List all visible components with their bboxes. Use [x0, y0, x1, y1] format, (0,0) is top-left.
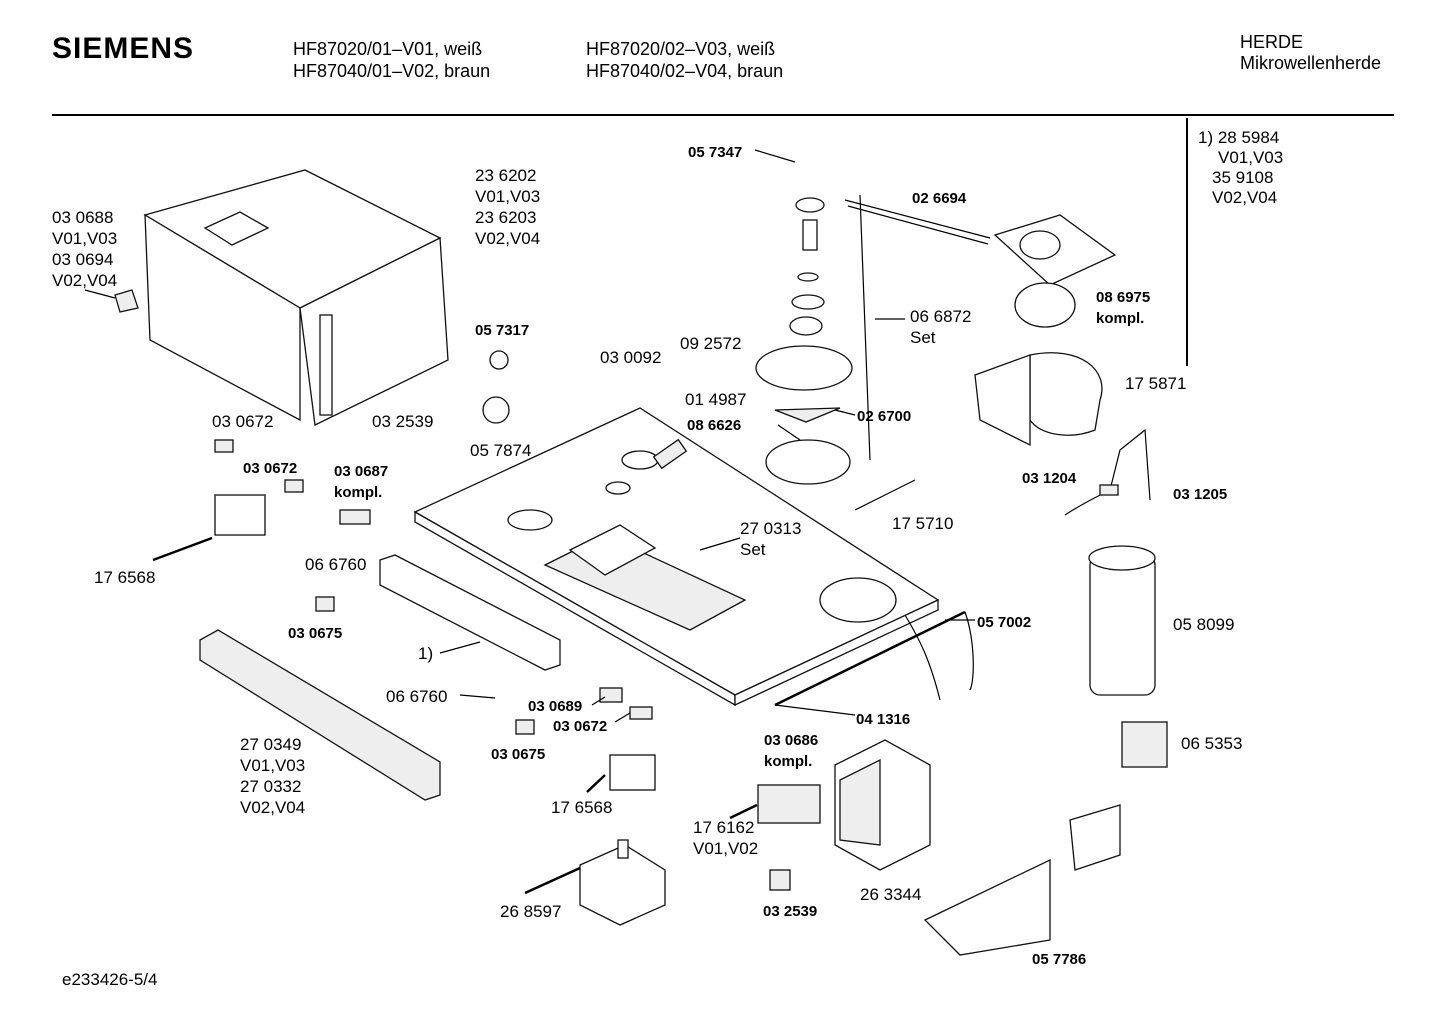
- part-label: 03 0675: [491, 746, 546, 763]
- part-label: 1): [418, 644, 434, 663]
- hv-box: [757, 784, 821, 824]
- model-list-right: HF87020/02–V03, weiß HF87040/02–V04, bra…: [586, 38, 783, 82]
- magnetron: [579, 839, 666, 926]
- fan-duct: [974, 352, 1103, 447]
- heating-element: [844, 199, 991, 245]
- gasket-strip: [774, 610, 966, 707]
- part-label: 26 3344: [860, 885, 922, 904]
- brand-logo: SIEMENS: [52, 32, 195, 65]
- mount-bracket: [1069, 804, 1121, 871]
- part-label: 26 8597: [500, 902, 562, 921]
- part-label: 17 5710: [892, 514, 954, 533]
- part-label: 27 0313 Set: [740, 519, 802, 559]
- part-label: 05 7347: [688, 144, 743, 161]
- diode-part: [1099, 484, 1119, 496]
- lamp-bulb: [482, 396, 510, 424]
- switch-part: [599, 687, 623, 703]
- part-label: 08 6626: [687, 417, 742, 434]
- switch-part: [515, 719, 535, 735]
- part-label: 03 0092: [600, 348, 662, 367]
- footnote-line: V01,V03: [1218, 148, 1284, 167]
- model-line: HF87040/02–V04, braun: [586, 61, 784, 81]
- part-label: 02 6694: [912, 190, 967, 207]
- turntable-assembly: [755, 194, 871, 485]
- model-line: HF87020/01–V01, weiß: [293, 39, 483, 59]
- fuse-part: [652, 438, 688, 470]
- part-label: 06 6872 Set: [910, 307, 972, 347]
- capacitor: [1088, 545, 1156, 696]
- part-label: 09 2572: [680, 334, 742, 353]
- category-title: HERDE: [1240, 32, 1304, 52]
- part-label: 03 2539: [763, 903, 818, 920]
- fan-motor: [993, 214, 1117, 328]
- part-label: 03 1205: [1173, 486, 1228, 503]
- wire-clip: [854, 479, 916, 511]
- part-label: 03 1204: [1022, 470, 1077, 487]
- model-list-left: HF87020/01–V01, weiß HF87040/01–V02, bra…: [293, 38, 490, 82]
- part-label: 05 7317: [475, 322, 530, 339]
- part-label: 03 0675: [288, 625, 343, 642]
- diode-wires: [1064, 428, 1151, 516]
- part-label: 05 7002: [977, 614, 1032, 631]
- part-label: 05 7786: [1032, 951, 1087, 968]
- part-label: 06 6760: [386, 687, 448, 706]
- footnote-line: 1) 28 5984: [1198, 128, 1280, 147]
- cabinet-housing: [143, 169, 449, 426]
- switch-part: [284, 479, 304, 493]
- panel-strip: [379, 554, 561, 671]
- part-label: 17 6568: [94, 568, 156, 587]
- switch-part: [214, 439, 234, 453]
- relay-part: [1121, 721, 1168, 768]
- bracket-part: [923, 858, 1051, 956]
- door-strip: [199, 629, 441, 801]
- part-label: 05 7874: [470, 441, 532, 460]
- base-chassis: [413, 407, 940, 707]
- category-subtitle: Mikrowellenherde: [1240, 53, 1382, 73]
- part-label: 06 5353: [1181, 734, 1243, 753]
- note-divider: [1186, 118, 1188, 366]
- model-line: HF87020/02–V03, weiß: [586, 39, 776, 59]
- part-label: 03 0686 kompl.: [764, 732, 819, 770]
- footnote-line: 35 9108: [1212, 168, 1274, 187]
- footnote-line: V02,V04: [1212, 188, 1278, 207]
- part-label: 17 5871: [1125, 374, 1187, 393]
- part-label: 17 6568: [551, 798, 613, 817]
- part-label: 27 0349 V01,V03 27 0332 V02,V04: [240, 735, 306, 817]
- part-label: 03 0687 kompl.: [334, 463, 389, 501]
- relay-switch: [214, 494, 266, 536]
- category-block: HERDE Mikrowellenherde: [1240, 32, 1381, 74]
- part-label: 03 0672: [553, 718, 608, 735]
- part-label: 03 2539: [372, 412, 434, 431]
- part-label: 03 0672: [243, 460, 298, 477]
- header-rule: [52, 114, 1394, 116]
- part-label: 05 8099: [1173, 615, 1235, 634]
- cap-part: [114, 289, 139, 313]
- model-line: HF87040/01–V02, braun: [293, 61, 491, 81]
- transformer: [834, 739, 931, 871]
- part-label: 03 0688 V01,V03 03 0694 V02,V04: [52, 208, 118, 290]
- lamp-socket: [489, 350, 509, 370]
- switch-part: [315, 596, 335, 612]
- leader-lines: [84, 149, 975, 895]
- part-label: 08 6975 kompl.: [1096, 289, 1151, 327]
- part-label: 06 6760: [305, 555, 367, 574]
- part-label: 02 6700: [857, 408, 912, 425]
- relay-switch: [609, 754, 656, 791]
- part-label: 01 4987: [685, 390, 747, 409]
- part-label: 17 6162 V01,V02: [693, 818, 759, 858]
- clip-part: [769, 869, 791, 891]
- document-id: e233426-5/4: [62, 970, 158, 989]
- part-label: 03 0672: [212, 412, 274, 431]
- part-label: 23 6202 V01,V03 23 6203 V02,V04: [475, 166, 541, 248]
- part-label: 04 1316: [856, 711, 911, 728]
- part-label: 03 0689: [528, 698, 583, 715]
- switch-kompl: [339, 509, 371, 525]
- switch-part: [629, 706, 653, 720]
- footnote-block: 1) 28 5984 V01,V03 35 9108 V02,V04: [1198, 128, 1283, 208]
